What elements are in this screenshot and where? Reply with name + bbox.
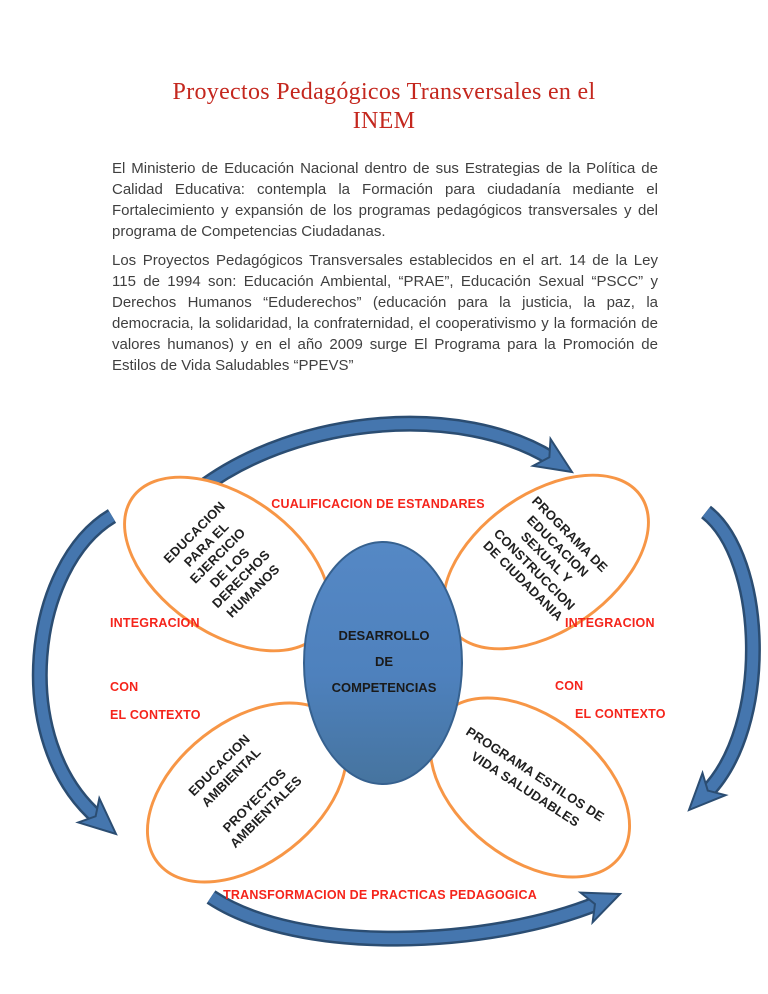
label-transformacion-practicas: TRANSFORMACION DE PRACTICAS PEDAGOGICA bbox=[223, 888, 537, 902]
page-title: Proyectos Pedagógicos Transversales en e… bbox=[0, 78, 768, 136]
page-title-line1: Proyectos Pedagógicos Transversales en e… bbox=[172, 79, 596, 105]
left-arrowhead-icon bbox=[75, 795, 118, 836]
label-left-con: CON bbox=[110, 680, 139, 694]
label-right-el-contexto: EL CONTEXTO bbox=[575, 707, 666, 721]
label-right-integracion: INTEGRACION bbox=[565, 616, 655, 630]
left-arrow-band bbox=[34, 511, 115, 823]
right-curved-arrow bbox=[700, 505, 761, 799]
center-line: COMPETENCIAS bbox=[331, 680, 437, 695]
bottom-arrowhead-icon bbox=[577, 891, 623, 926]
center-text-competencias: DESARROLLO DE COMPETENCIAS bbox=[332, 623, 437, 701]
right-arrowhead-icon bbox=[687, 769, 729, 812]
paragraph-ministerio: El Ministerio de Educación Nacional dent… bbox=[112, 160, 658, 240]
label-left-integracion: INTEGRACION bbox=[110, 616, 200, 630]
label-right-con: CON bbox=[555, 679, 584, 693]
top-curved-arrow bbox=[195, 415, 557, 496]
bottom-arrow-band-outline bbox=[206, 890, 602, 947]
right-arrow-band bbox=[702, 507, 759, 797]
right-arrow-band-outline bbox=[700, 505, 761, 799]
bottom-curved-arrow bbox=[206, 890, 602, 947]
top-arrow-band-outline bbox=[195, 415, 557, 496]
page-title-line2: INEM bbox=[352, 108, 416, 134]
left-curved-arrow bbox=[31, 509, 117, 825]
left-arrow-band-outline bbox=[31, 509, 117, 825]
center-line: DE bbox=[374, 654, 394, 669]
label-left-el-contexto: EL CONTEXTO bbox=[110, 708, 201, 722]
center-line: DESARROLLO bbox=[338, 628, 430, 643]
label-cualificacion-estandares: CUALIFICACION DE ESTANDARES bbox=[271, 497, 485, 511]
top-arrow-band bbox=[196, 418, 555, 494]
center-ellipse-competencias bbox=[303, 541, 463, 785]
bottom-arrow-band bbox=[207, 892, 601, 945]
paragraph-proyectos: Los Proyectos Pedagógicos Transversales … bbox=[112, 252, 658, 374]
